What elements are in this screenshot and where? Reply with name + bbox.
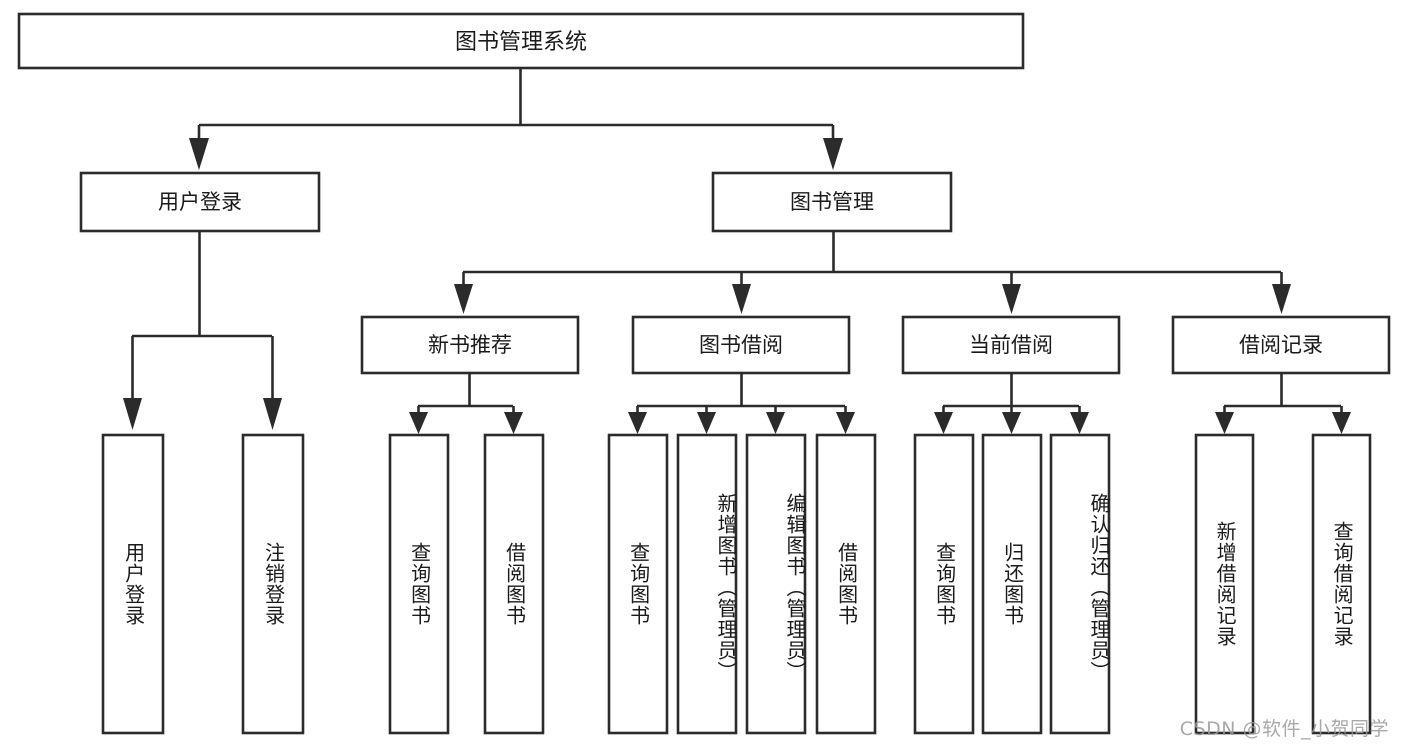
leaf-boxes-new-book-recommend [388,433,545,735]
leaf-box-br-query-record[interactable] [1311,433,1372,735]
node-user-login-box[interactable] [79,171,321,233]
node-new-book-recommend[interactable]: 新书推荐 [360,315,580,375]
node-root[interactable]: 图书管理系统 [17,12,1025,70]
arrow-to-current-borrow [1002,284,1021,314]
arrow-to-book-mgmt [823,138,843,170]
connectors-current-borrow-to-leaves [934,373,1089,434]
connectors-user-login-to-leaves [123,232,282,430]
arrow-to-user-login [189,138,209,170]
connectors-root-to-level1 [189,68,843,170]
arrow-leaf-logout [263,398,282,430]
connectors-book-mgmt-to-level2 [454,232,1291,314]
leaf-box-nbr-borrow-book[interactable] [483,433,545,735]
node-book-management[interactable]: 图书管理 [711,171,953,233]
leaf-box-bb-add-book[interactable] [676,433,738,735]
csdn-watermark: CSDN @软件_小贺同学 [1179,718,1389,740]
node-current-borrow[interactable]: 当前借阅 [901,315,1121,375]
node-root-box[interactable] [17,12,1025,70]
arrow-leaf-bb-borrow-book [836,412,855,434]
arrow-leaf-bb-add-book [697,412,716,434]
arrow-leaf-nbr-borrow-book [504,412,523,434]
leaf-box-br-add-record[interactable] [1194,433,1255,735]
node-book-borrow-box[interactable] [631,315,851,375]
arrow-leaf-user-login [123,398,142,430]
node-user-login[interactable]: 用户登录 [79,171,321,233]
leaf-box-nbr-query-book[interactable] [388,433,450,735]
node-borrow-record[interactable]: 借阅记录 [1171,315,1391,375]
node-new-book-recommend-box[interactable] [360,315,580,375]
node-book-borrow-label: 图书借阅 [699,333,783,357]
leaf-boxes-current-borrow [913,433,1111,735]
node-current-borrow-label: 当前借阅 [969,333,1053,357]
leaf-boxes-user-login [101,433,305,735]
arrow-leaf-cb-query-book [934,412,953,434]
node-user-login-label: 用户登录 [158,190,242,214]
leaf-boxes-book-borrow [607,433,877,735]
leaf-box-logout[interactable] [241,433,305,735]
arrow-leaf-br-query-record [1332,412,1351,434]
arrow-leaf-bb-edit-book [766,412,785,434]
arrow-to-new-book-recommend [454,284,473,314]
leaf-box-cb-return-book[interactable] [981,433,1043,735]
arrow-to-book-borrow [732,284,751,314]
leaf-box-bb-query-book[interactable] [607,433,669,735]
node-book-management-label: 图书管理 [790,190,874,214]
node-current-borrow-box[interactable] [901,315,1121,375]
arrow-leaf-nbr-query-book [409,412,428,434]
arrow-leaf-cb-confirm-return [1070,412,1089,434]
node-book-borrow[interactable]: 图书借阅 [631,315,851,375]
node-borrow-record-label: 借阅记录 [1239,333,1323,357]
leaf-box-cb-confirm-return[interactable] [1049,433,1111,735]
leaf-boxes-borrow-record [1194,433,1372,735]
leaf-box-bb-borrow-book[interactable] [815,433,877,735]
connectors-book-borrow-to-leaves [628,373,855,434]
arrow-to-borrow-record [1272,284,1291,314]
leaf-box-user-login[interactable] [101,433,165,735]
connectors-borrow-record-to-leaves [1215,373,1351,434]
arrow-leaf-bb-query-book [628,412,647,434]
node-book-management-box[interactable] [711,171,953,233]
arrow-leaf-cb-return-book [1002,412,1021,434]
connectors-new-book-recommend-to-leaves [409,373,523,434]
node-borrow-record-box[interactable] [1171,315,1391,375]
node-new-book-recommend-label: 新书推荐 [428,333,512,357]
node-root-label: 图书管理系统 [455,30,587,55]
leaf-box-cb-query-book[interactable] [913,433,975,735]
leaf-box-bb-edit-book[interactable] [745,433,807,735]
arrow-leaf-br-add-record [1215,412,1234,434]
